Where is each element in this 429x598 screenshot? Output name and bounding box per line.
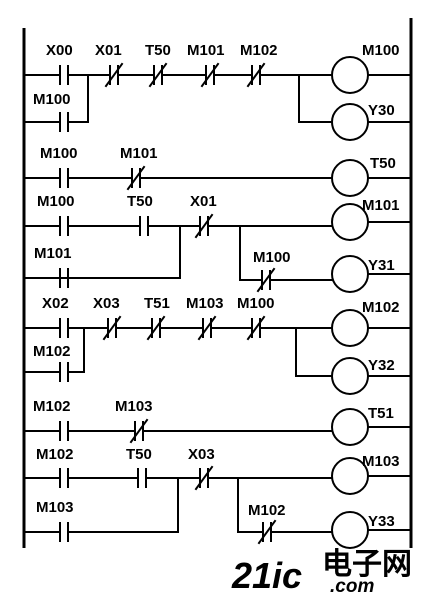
coil-m101 xyxy=(331,203,412,241)
coil-m100 xyxy=(331,56,412,94)
label-coil-y33: Y33 xyxy=(368,513,395,530)
contact-t50-nc xyxy=(148,62,168,88)
coil-y31 xyxy=(331,255,412,293)
label-x01: X01 xyxy=(95,42,122,59)
contact-t50-no-r3 xyxy=(139,216,149,236)
contact-m101-nc-r2 xyxy=(126,165,146,191)
contact-m100-r3 xyxy=(59,216,69,236)
label-coil-t51: T51 xyxy=(368,405,394,422)
rung-6: M102 T50 X03 M103 M102 M103 Y33 xyxy=(23,446,412,549)
label-x03-r6: X03 xyxy=(188,446,215,463)
contact-t51-nc xyxy=(146,315,166,341)
coil-y32 xyxy=(331,357,412,395)
contact-m101-seal-r3 xyxy=(59,268,69,288)
contact-m100-nc-r3 xyxy=(256,267,276,293)
contact-m103-nc-r4 xyxy=(197,315,217,341)
contact-x02 xyxy=(59,318,69,338)
contact-m103-seal-r6 xyxy=(59,522,69,542)
coil-m103 xyxy=(331,457,412,495)
contact-m102-nc-r6 xyxy=(257,519,277,545)
label-m100-seal: M100 xyxy=(33,91,71,108)
contact-m102-seal xyxy=(59,362,69,382)
watermark-main: 21ic xyxy=(231,555,302,596)
label-coil-m101: M101 xyxy=(362,197,400,214)
rung-5: M102 M103 T51 xyxy=(23,398,412,446)
contact-m100-r2 xyxy=(59,168,69,188)
label-m103-seal-r6: M103 xyxy=(36,499,74,516)
label-x02: X02 xyxy=(42,295,69,312)
label-coil-t50: T50 xyxy=(370,155,396,172)
label-coil-m100: M100 xyxy=(362,42,400,59)
label-x03-r4: X03 xyxy=(93,295,120,312)
label-m102-r6: M102 xyxy=(36,446,74,463)
label-t50-r6: T50 xyxy=(126,446,152,463)
contact-m101-nc xyxy=(200,62,220,88)
label-m100-r4: M100 xyxy=(237,295,275,312)
label-m102-r5: M102 xyxy=(33,398,71,415)
contact-m100-nc-r4 xyxy=(246,315,266,341)
label-m102-nc-r6: M102 xyxy=(248,502,286,519)
watermark-suffix: .com xyxy=(330,576,374,597)
coil-y33 xyxy=(331,511,412,549)
label-x00: X00 xyxy=(46,42,73,59)
label-m101-seal-r3: M101 xyxy=(34,245,72,262)
contact-x03-nc-r4 xyxy=(102,315,122,341)
label-coil-y30: Y30 xyxy=(368,102,395,119)
label-coil-m103: M103 xyxy=(362,453,400,470)
contact-x00 xyxy=(59,65,69,85)
contact-m102-r5 xyxy=(59,421,69,441)
rung-3: M100 T50 X01 M101 M100 M101 Y31 xyxy=(23,193,412,293)
label-t50: T50 xyxy=(145,42,171,59)
contact-x01-nc-r3 xyxy=(194,213,214,239)
contact-x01 xyxy=(104,62,124,88)
label-m103-r5: M103 xyxy=(115,398,153,415)
label-coil-y32: Y32 xyxy=(368,357,395,374)
label-m103-r4: M103 xyxy=(186,295,224,312)
contact-m100-seal xyxy=(59,112,69,132)
watermark-chinese: 电子网 xyxy=(322,548,412,581)
label-m101: M101 xyxy=(187,42,225,59)
label-m100-nc-r3: M100 xyxy=(253,249,291,266)
rung-1: X00 X01 T50 M101 M102 M100 M100 Y30 xyxy=(23,42,412,141)
label-t51: T51 xyxy=(144,295,170,312)
contact-x03-nc-r6 xyxy=(194,465,214,491)
label-m102-seal: M102 xyxy=(33,343,71,360)
label-coil-y31: Y31 xyxy=(368,257,395,274)
coil-y30 xyxy=(331,103,412,141)
contact-t50-no-r6 xyxy=(137,468,147,488)
label-m101-r2: M101 xyxy=(120,145,158,162)
contact-m102-nc xyxy=(246,62,266,88)
label-coil-m102: M102 xyxy=(362,299,400,316)
contact-m103-nc-r5 xyxy=(129,418,149,444)
label-m100-r3: M100 xyxy=(37,193,75,210)
coil-t50 xyxy=(331,159,412,197)
rung-4: X02 X03 T51 M103 M100 M102 M102 Y32 xyxy=(23,295,412,395)
label-t50-r3: T50 xyxy=(127,193,153,210)
coil-m102 xyxy=(331,309,412,347)
contact-m102-r6 xyxy=(59,468,69,488)
label-m102: M102 xyxy=(240,42,278,59)
label-m100-r2: M100 xyxy=(40,145,78,162)
watermark-logo: 21ic 电子网 .com xyxy=(231,548,412,597)
rung-2: M100 M101 T50 xyxy=(23,145,412,197)
coil-t51 xyxy=(331,408,412,446)
label-x01-r3: X01 xyxy=(190,193,217,210)
